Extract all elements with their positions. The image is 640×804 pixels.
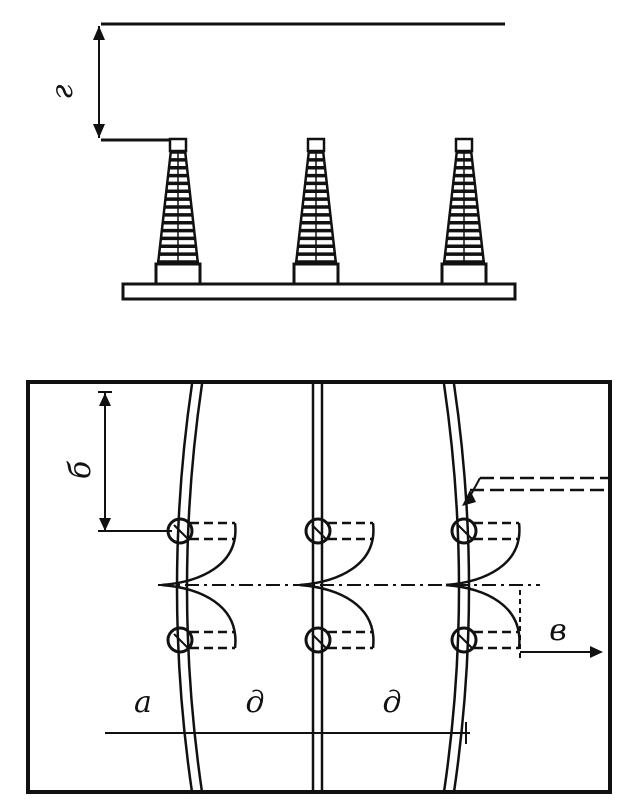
side-elevation-view: г xyxy=(45,22,517,301)
insulator-1 xyxy=(154,137,202,286)
dimension-label-g: г xyxy=(45,84,80,99)
dimension-arrow-b-bottom xyxy=(99,518,111,531)
dimension-label-d-left: д xyxy=(245,685,264,720)
dimension-label-b: б xyxy=(63,460,98,479)
base-plate xyxy=(121,282,517,301)
insulator-2 xyxy=(292,137,340,286)
dimension-arrow-g-bottom xyxy=(93,124,105,138)
contact-group xyxy=(161,517,521,654)
dimension-label-d-right: д xyxy=(382,685,401,720)
contact-assembly-2 xyxy=(299,517,375,654)
contact-assembly-3 xyxy=(445,517,521,654)
arrow-upper-right xyxy=(462,490,476,506)
insulator-3 xyxy=(440,137,488,286)
insulator-group xyxy=(154,137,488,286)
dimension-arrow-v xyxy=(590,646,603,658)
plan-view: б в а д д xyxy=(26,380,612,794)
plan-frame xyxy=(26,380,612,794)
dimension-label-a: а xyxy=(134,685,152,720)
dimension-label-v: в xyxy=(549,613,566,648)
contact-assembly-1 xyxy=(161,517,237,654)
dimension-arrow-b-top xyxy=(99,393,111,406)
dimension-arrow-g-top xyxy=(93,26,105,40)
